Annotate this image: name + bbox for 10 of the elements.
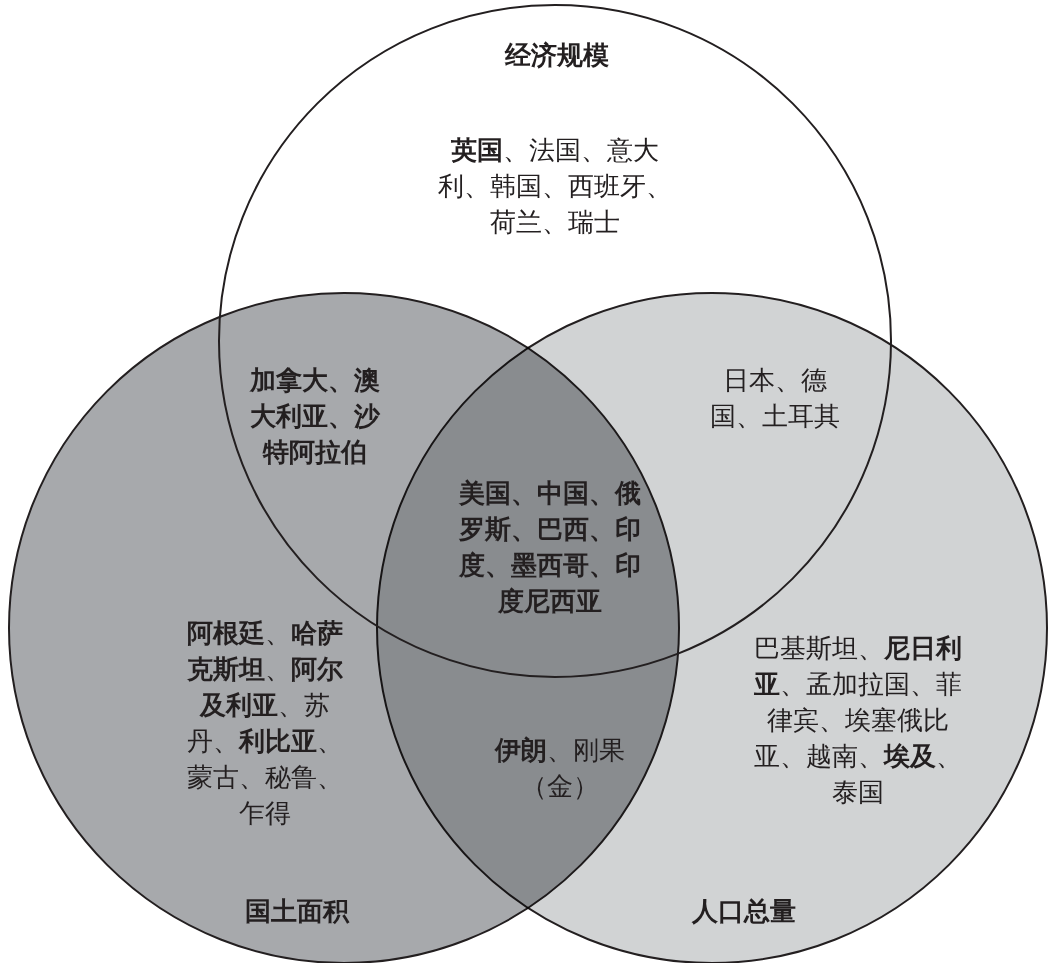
country-list: 美国、中国、俄罗斯、巴西、印度、墨西哥、印度尼西亚 <box>455 475 645 619</box>
circle-title: 经济规模 <box>505 39 609 72</box>
country-list: 日本、德国、土耳其 <box>700 362 850 434</box>
circle-title: 国土面积 <box>245 895 349 928</box>
circle-title: 人口总量 <box>692 895 796 928</box>
country-list: 巴基斯坦、尼日利亚、孟加拉国、菲律宾、埃塞俄比亚、越南、埃及、泰国 <box>745 630 970 810</box>
country-list: 阿根廷、哈萨克斯坦、阿尔及利亚、苏丹、利比亚、蒙古、秘鲁、乍得 <box>180 615 350 831</box>
country-list: 英国、法国、意大利、韩国、西班牙、荷兰、瑞士 <box>430 132 680 240</box>
country-list: 伊朗、刚果（金） <box>490 732 630 804</box>
country-list: 加拿大、澳大利亚、沙特阿拉伯 <box>245 362 385 470</box>
